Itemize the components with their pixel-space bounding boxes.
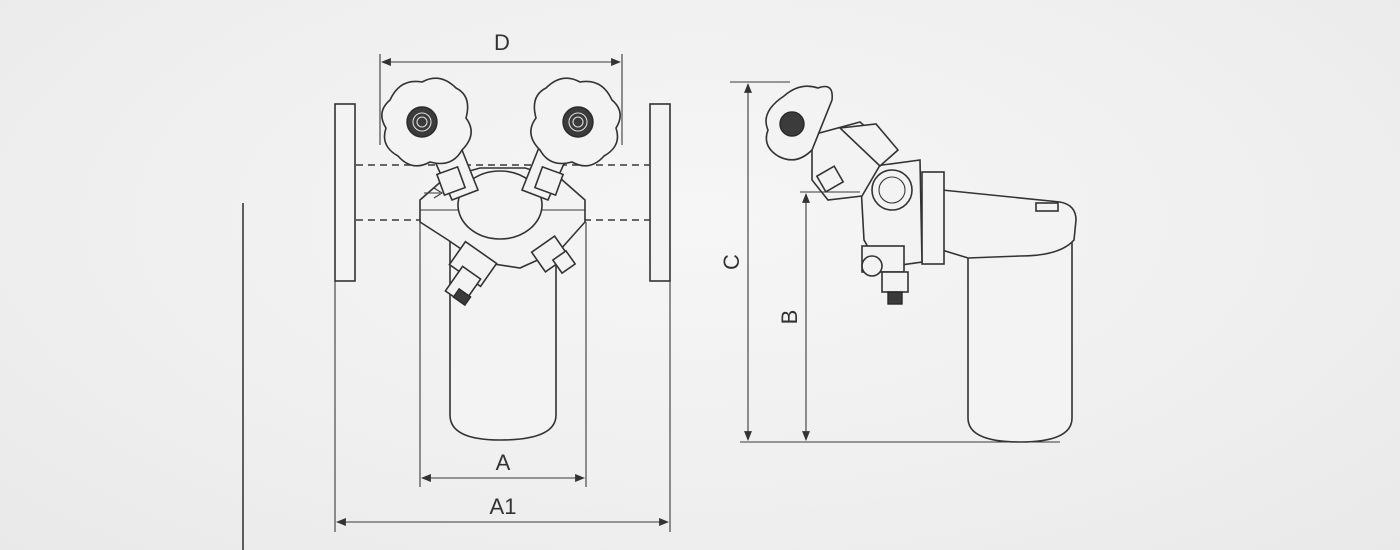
left-handwheel-hub (406, 106, 438, 138)
right-handwheel-hub (562, 106, 594, 138)
front-view: D A A1 (334, 30, 671, 532)
dimension-a1-label: A1 (490, 494, 517, 519)
dimension-a-label: A (496, 450, 511, 475)
flow-arrow-mark (424, 187, 444, 199)
dimension-c-label: C (719, 254, 744, 270)
side-view: C B (719, 81, 1077, 443)
dimension-d-label: D (494, 30, 510, 55)
side-port (871, 169, 913, 211)
side-outlet-body (941, 189, 1077, 259)
dimension-b-label: B (777, 310, 802, 325)
right-flange (649, 103, 671, 282)
drain-plug-right (530, 235, 577, 275)
side-handwheel-hub (779, 111, 805, 137)
side-flange (921, 171, 945, 265)
side-drain-valve (861, 245, 909, 305)
dimension-a: A (419, 222, 587, 487)
dimension-c: C (719, 81, 1060, 443)
dimension-d: D (379, 30, 623, 145)
side-strainer-bowl (967, 239, 1073, 443)
dimension-a1: A1 (334, 281, 671, 532)
left-flange (334, 103, 356, 282)
valve-center-boss (457, 170, 543, 240)
drain-valve-left (444, 240, 498, 307)
dimension-b: B (777, 191, 860, 441)
